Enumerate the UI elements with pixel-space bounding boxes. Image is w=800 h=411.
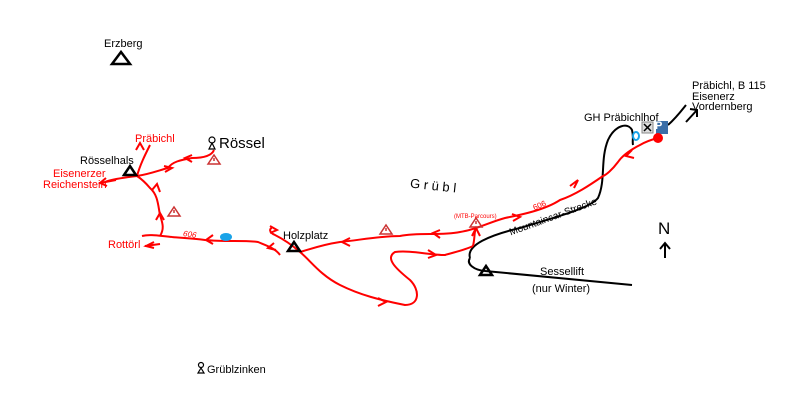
label-mtb-parcours: (MTB-Parcours) [454, 214, 497, 220]
label-rottoerl: Rottörl [108, 239, 141, 251]
destination-arrow-icon [685, 108, 698, 123]
roessel-cross-icon [208, 141, 216, 150]
label-trail-606: 606 [182, 229, 197, 240]
trail-main [299, 137, 659, 253]
summit-icon [109, 49, 133, 66]
label-erzberg: Erzberg [104, 38, 143, 50]
label-dest-praebichl: Präbichl, B 115 [692, 80, 766, 92]
summit-icon [285, 239, 303, 253]
north-arrow-icon [659, 241, 671, 258]
trail-roessel [136, 149, 215, 177]
parking-label: P [655, 120, 663, 132]
label-grueblzinken: Grüblzinken [207, 364, 266, 376]
restaurant-icon [643, 123, 652, 132]
summits [109, 49, 495, 277]
label-nur-winter: (nur Winter) [532, 283, 591, 295]
trail-loop [299, 245, 474, 307]
label-roesselhals: Rösselhals [80, 155, 134, 167]
trail-west [136, 175, 173, 238]
label-sessellift: Sessellift [540, 266, 585, 278]
warning-icons [166, 153, 484, 235]
spring-icon [632, 131, 640, 141]
summit-icon [477, 263, 495, 277]
direction-arrow-icons [98, 140, 635, 307]
label-roessel: Rössel [219, 135, 265, 152]
grueblzinken-cross-icon [196, 366, 206, 374]
label-holzplatz: Holzplatz [283, 230, 329, 242]
label-gh-praebichlhof: GH Präbichlhof [584, 112, 659, 124]
sessellift-line [484, 270, 633, 286]
pond-icon [220, 233, 232, 241]
start-point-icon [653, 133, 663, 143]
label-reichenstein: Reichenstein [43, 179, 107, 191]
parking-icon [656, 121, 668, 134]
label-dest-eisenerz: Eisenerz [692, 91, 735, 103]
label-praebichl: Präbichl [135, 133, 175, 145]
summit-icon [121, 163, 139, 177]
north-label: N [658, 219, 671, 238]
label-dest-vordernberg: Vordernberg [692, 101, 753, 113]
label-eisenerzer: Eisenerzer [53, 168, 106, 180]
trails [104, 137, 659, 307]
road-to-destinations [667, 104, 687, 126]
grueblzinken-cross-icon [197, 361, 205, 369]
mountaincar-route [468, 124, 634, 259]
